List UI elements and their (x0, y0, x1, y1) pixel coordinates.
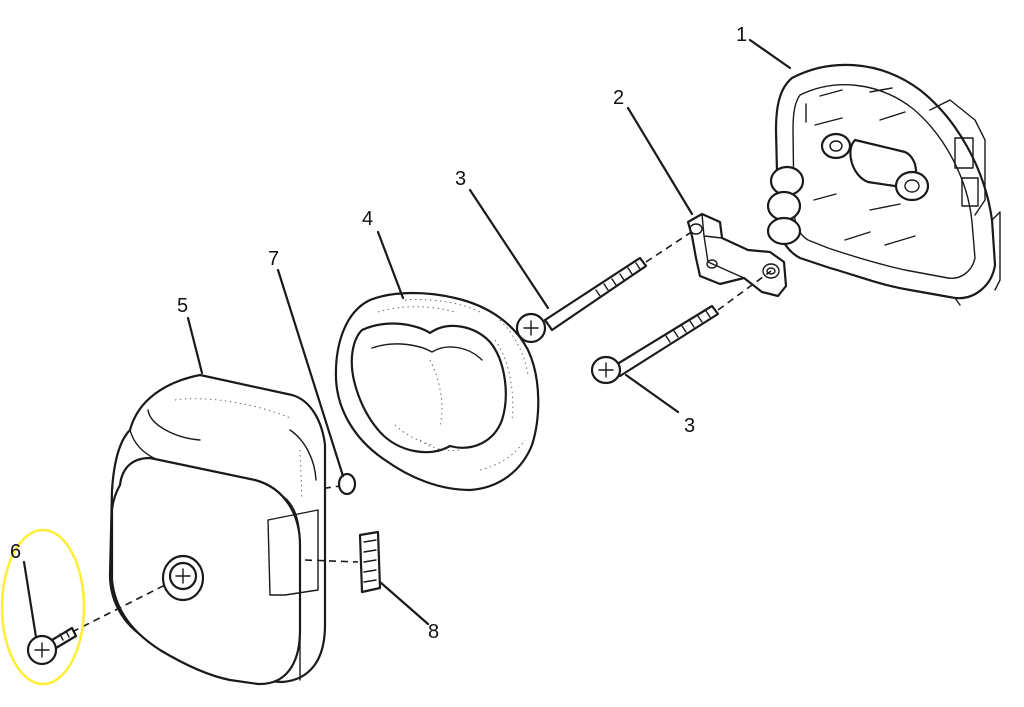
part-5-cover (108, 373, 327, 686)
part-6-screw (26, 626, 78, 666)
part-3-lower-screw (590, 304, 720, 385)
callout-3-lower: 3 (684, 415, 695, 437)
callout-3-upper: 3 (455, 168, 466, 190)
leader-lines (22, 38, 792, 639)
assembly-line-upper (645, 228, 697, 263)
assembly-line-lower (717, 270, 772, 311)
highlight-ring (0, 528, 86, 686)
assembly-line-cover-screw (71, 584, 166, 633)
callouts: 1 2 3 3 4 5 6 7 8 (10, 24, 747, 643)
callout-2: 2 (613, 87, 624, 109)
part-2-bracket (686, 212, 788, 298)
part-4-filter-element (334, 291, 540, 492)
part-3-upper-screw (515, 256, 648, 344)
part-8-label (358, 530, 382, 594)
callout-4: 4 (362, 208, 373, 230)
callout-7: 7 (268, 248, 279, 270)
part-7-washer (337, 472, 357, 496)
callout-6: 6 (10, 541, 21, 563)
assembly-line-label (304, 559, 359, 563)
callout-8: 8 (428, 621, 439, 643)
part-1-back-plate (766, 63, 1001, 306)
callout-1: 1 (736, 24, 747, 46)
callout-5: 5 (177, 295, 188, 317)
